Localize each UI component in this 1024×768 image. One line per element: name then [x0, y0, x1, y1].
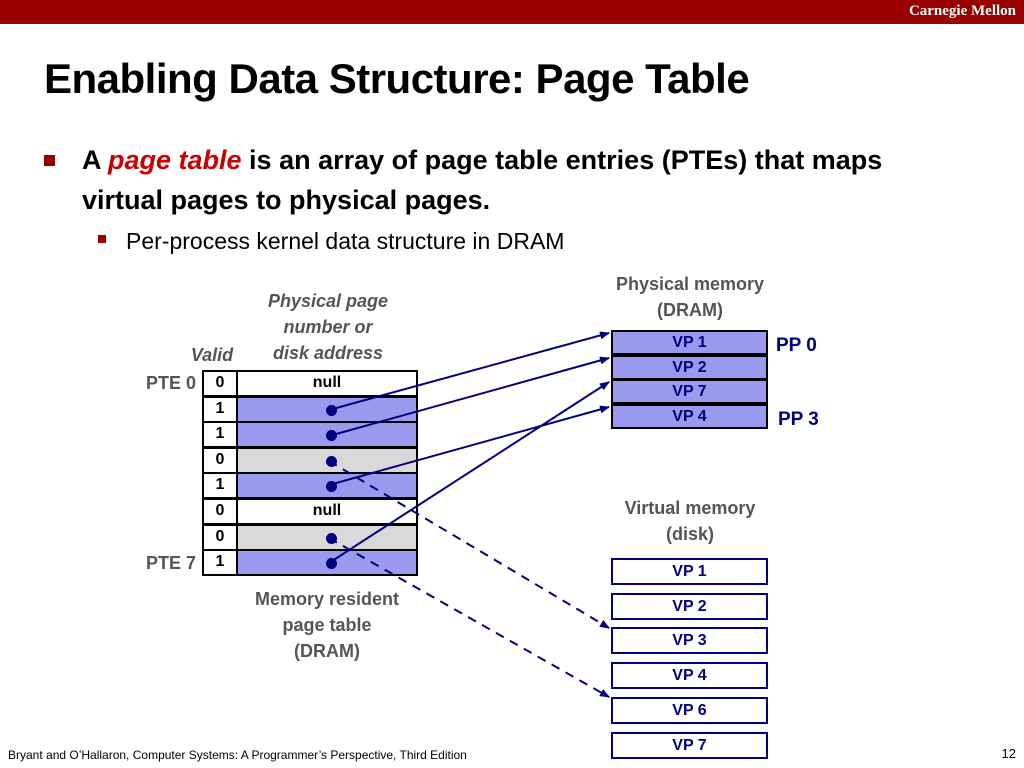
arrow-pte3-to-disk-vp3: [328, 460, 610, 629]
physical-page-cell: VP 2: [611, 355, 768, 380]
virtual-memory-label-line: Virtual memory: [624, 498, 756, 518]
address-label-line: disk address: [272, 343, 384, 363]
disk-page-cell: VP 4: [611, 662, 768, 689]
arrow-pte2-to-pp1: [328, 356, 610, 437]
bullet-term: page table: [108, 145, 242, 175]
bullet-main-text: A page table is an array of page table e…: [82, 140, 924, 220]
pte-valid-bit: 0: [202, 370, 238, 397]
physical-memory-label-line: (DRAM): [657, 300, 723, 320]
address-column-label: Physical page number or disk address: [238, 288, 418, 366]
pte-address-cell: null: [236, 498, 418, 525]
physical-memory-label: Physical memory (DRAM): [600, 271, 780, 323]
bullet-prefix: A: [82, 145, 108, 175]
virtual-memory-label: Virtual memory (disk): [600, 495, 780, 547]
pointer-dot-icon: [326, 558, 337, 569]
brand-name: Carnegie Mellon: [908, 3, 1016, 19]
pte-valid-bit: 1: [202, 549, 238, 576]
pte7-label: PTE 7: [145, 553, 197, 573]
disk-page-cell: VP 3: [611, 627, 768, 654]
physical-page-cell: VP 7: [611, 379, 768, 404]
slide-title: Enabling Data Structure: Page Table: [44, 55, 750, 102]
disk-page-cell: VP 6: [611, 697, 768, 724]
address-label-line: number or: [283, 317, 373, 337]
address-label-line: Physical page: [267, 291, 389, 311]
bullet-main: A page table is an array of page table e…: [44, 140, 924, 220]
page-number: 12: [1001, 746, 1016, 761]
sub-bullet-square-icon: [98, 235, 106, 243]
arrow-pte4-to-pp3: [328, 405, 610, 486]
page-table-caption: Memory resident page table (DRAM): [232, 586, 422, 664]
caption-line: Memory resident: [254, 589, 400, 609]
top-bar: Carnegie Mellon: [0, 0, 1024, 24]
pp0-label: PP 0: [776, 335, 817, 356]
arrow-pte6-to-disk-vp6: [328, 537, 610, 698]
caption-line: (DRAM): [294, 641, 360, 661]
disk-page-cell: VP 1: [611, 558, 768, 585]
footer-citation: Bryant and O’Hallaron, Computer Systems:…: [8, 748, 467, 762]
bullet-sub: Per-process kernel data structure in DRA…: [98, 227, 564, 255]
pte-address-cell: null: [236, 370, 418, 397]
disk-page-cell: VP 7: [611, 732, 768, 759]
disk-page-cell: VP 2: [611, 593, 768, 620]
valid-column-label: Valid: [190, 345, 234, 365]
bullet-square-icon: [44, 155, 55, 166]
pte0-label: PTE 0: [145, 373, 197, 393]
physical-page-cell: VP 1: [611, 330, 768, 355]
virtual-memory-label-line: (disk): [665, 524, 714, 544]
pointer-dot-icon: [326, 405, 337, 416]
physical-page-cell: VP 4: [611, 404, 768, 429]
arrow-pte1-to-pp0: [328, 331, 610, 411]
caption-line: page table: [282, 615, 372, 635]
arrow-pte7-to-pp2: [328, 381, 610, 564]
bullet-suffix: is an array of page table entries (PTEs)…: [82, 145, 883, 215]
bullet-sub-text: Per-process kernel data structure in DRA…: [126, 228, 565, 254]
physical-memory-label-line: Physical memory: [615, 274, 765, 294]
pp3-label: PP 3: [778, 409, 819, 430]
pointer-dot-icon: [326, 481, 337, 492]
